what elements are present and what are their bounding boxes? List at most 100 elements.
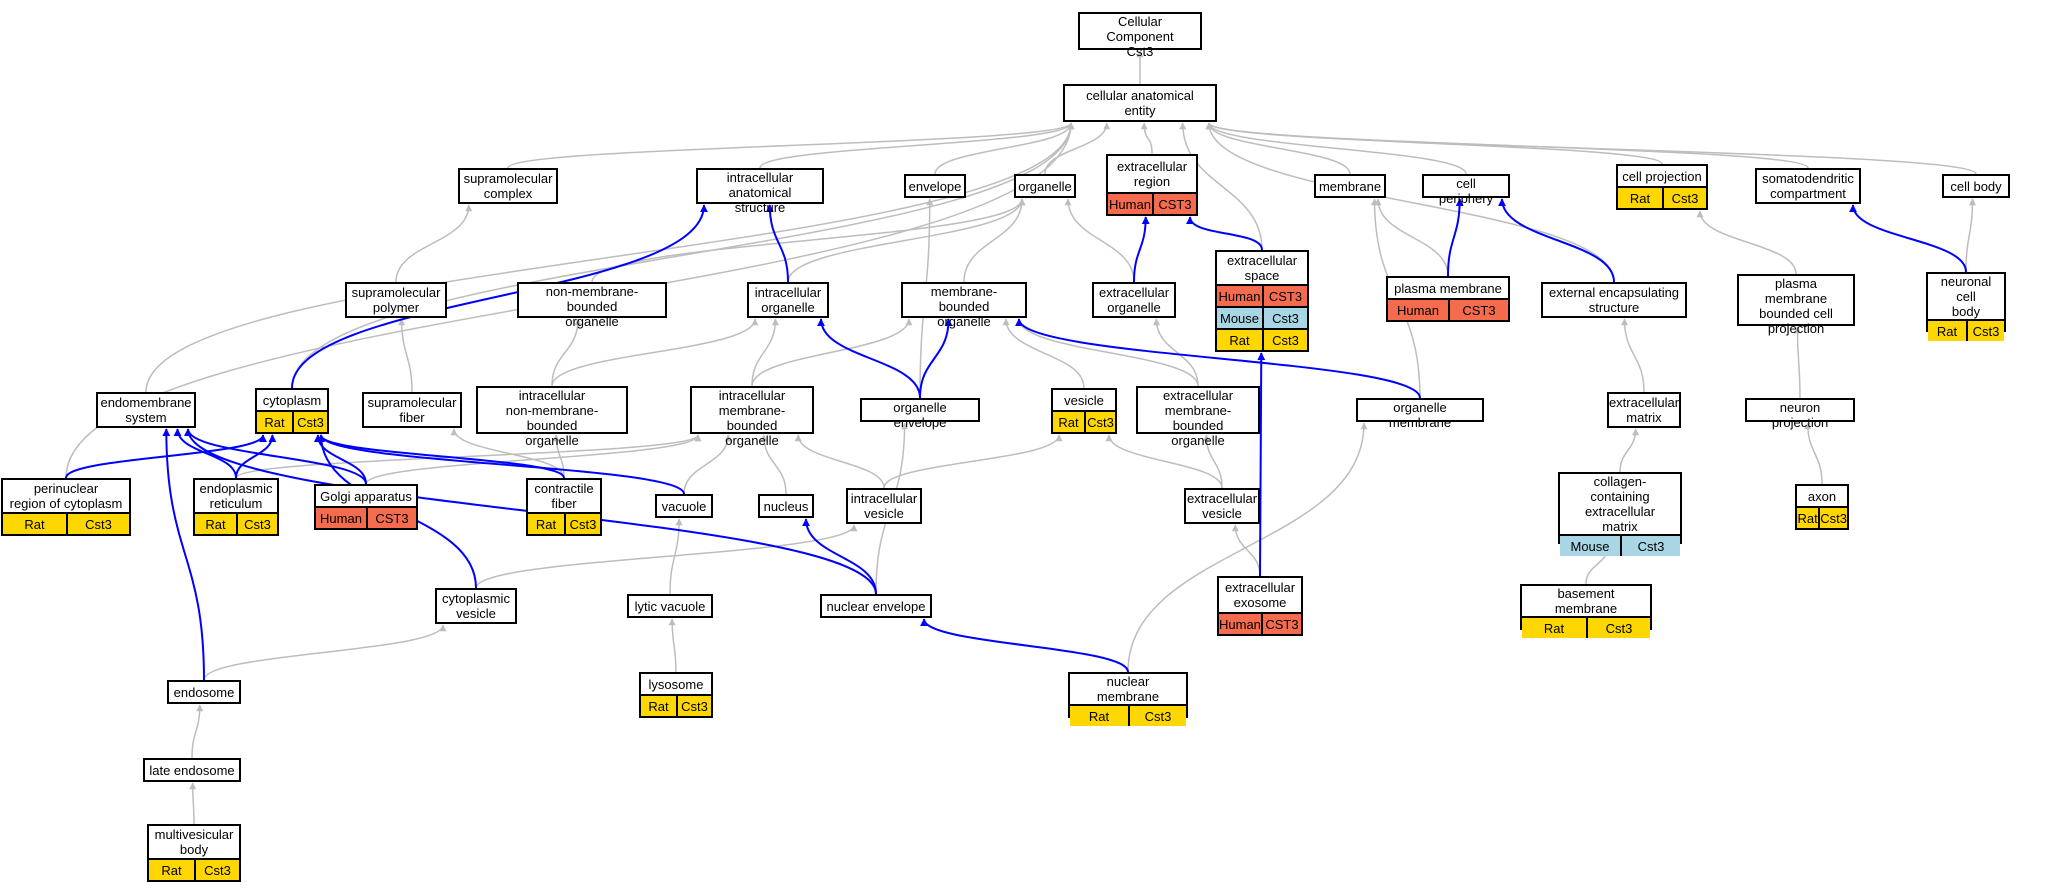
node-label: non-membrane-bounded organelle <box>545 284 639 329</box>
edge-golgi-to-endomembrane <box>184 428 367 485</box>
edge-i-mbo-to-mbo <box>751 318 913 387</box>
species-cell: Rat <box>528 514 564 534</box>
edge-ext-org-to-organelle <box>1064 198 1135 283</box>
node-endomembrane[interactable]: endomembrane system <box>96 392 196 428</box>
gene-cell: Cst3 <box>1128 706 1186 726</box>
node-e-mbo[interactable]: extracellular membrane-bounded organelle <box>1136 386 1260 448</box>
node-label: vacuole <box>661 498 707 514</box>
node-label: nucleus <box>763 498 809 514</box>
node-endosome[interactable]: endosome <box>167 680 241 704</box>
node-supra-fiber[interactable]: supramolecular fiber <box>362 392 462 428</box>
edge-ext-encap-to-cell-periphery <box>1498 198 1615 283</box>
node-somatodendritic[interactable]: somatodendritic compartment <box>1755 168 1861 204</box>
node-intra-org[interactable]: intracellular organelle <box>747 282 829 318</box>
node-label: supramolecular polymer <box>351 285 441 315</box>
edge-mvb-to-late-endosome <box>189 782 197 825</box>
node-ias[interactable]: intracellular anatomical structure <box>696 168 824 215</box>
node-i-nmbo[interactable]: intracellular non-membrane-bounded organ… <box>476 386 628 448</box>
node-ext-vesicle[interactable]: extracellular vesicle <box>1184 488 1260 524</box>
edge-plasma-membrane-to-membrane <box>1374 198 1449 277</box>
node-label: membrane <box>1318 178 1382 194</box>
species-cell: Rat <box>257 412 292 432</box>
edge-nuclear-envelope-to-nucleus <box>802 518 877 595</box>
edge-org-envelope-to-mbo <box>919 318 953 399</box>
gene-cell: CST3 <box>366 508 416 528</box>
node-ecm[interactable]: extracellular matrix <box>1607 392 1681 428</box>
node-label: nuclear membrane <box>1096 674 1160 704</box>
edge-perinuclear-to-cytoplasm <box>65 434 267 479</box>
node-supra-polymer[interactable]: supramolecular polymer <box>345 282 447 318</box>
edge-ext-vesicle-to-vesicle <box>1105 434 1223 489</box>
node-label: cell projection <box>1622 168 1702 184</box>
node-late-endosome[interactable]: late endosome <box>143 758 241 782</box>
node-root[interactable]: Cellular Component Cst3 <box>1078 12 1202 59</box>
node-vacuole[interactable]: vacuole <box>655 494 713 518</box>
node-label: extracellular matrix <box>1608 395 1680 425</box>
node-nucleus[interactable]: nucleus <box>758 494 814 518</box>
species-cell: Human <box>1219 614 1261 634</box>
node-ext-org[interactable]: extracellular organelle <box>1092 282 1176 318</box>
node-label: neuronal cell body <box>1940 274 1992 319</box>
node-collagen-ecm[interactable]: collagen-containing extracellular matrix… <box>1558 472 1682 556</box>
gene-cell: Cst3 <box>66 514 129 534</box>
node-label: intracellular vesicle <box>850 491 918 521</box>
node-ext-encap[interactable]: external encapsulating structure <box>1541 282 1687 318</box>
edge-ext-org-to-ext-region <box>1133 216 1150 283</box>
node-cell-body[interactable]: cell body <box>1942 174 2010 198</box>
node-cell-periphery[interactable]: cell periphery <box>1422 174 1510 206</box>
node-neuron-proj[interactable]: neuron projection <box>1745 398 1855 430</box>
edge-contractile-to-cytoplasm <box>317 434 565 479</box>
gene-cell: Cst3 <box>1084 412 1115 432</box>
node-membrane[interactable]: membrane <box>1314 174 1386 198</box>
node-intra-vesicle[interactable]: intracellular vesicle <box>846 488 922 524</box>
edge-contractile-to-supra-fiber <box>450 428 565 479</box>
node-cyto-vesicle[interactable]: cytoplasmic vesicle <box>435 588 517 624</box>
node-supra-complex[interactable]: supramolecular complex <box>458 168 558 204</box>
node-pm-bounded-proj[interactable]: plasma membrane bounded cell projection <box>1737 274 1855 336</box>
edge-endomembrane-to-cae <box>145 122 1075 393</box>
node-label: neuron projection <box>1771 400 1829 430</box>
node-nmbo[interactable]: non-membrane-bounded organelle <box>517 282 667 329</box>
species-cell: Rat <box>1053 412 1084 432</box>
node-org-membrane[interactable]: organelle membrane <box>1356 398 1484 430</box>
node-i-mbo[interactable]: intracellular membrane-bounded organelle <box>690 386 814 448</box>
species-cell: Rat <box>1618 188 1662 208</box>
node-mbo[interactable]: membrane-bounded organelle <box>901 282 1027 329</box>
node-org-envelope[interactable]: organelle envelope <box>860 398 980 430</box>
node-organelle[interactable]: organelle <box>1014 174 1076 198</box>
species-cell: Rat <box>1217 330 1262 350</box>
node-envelope[interactable]: envelope <box>904 174 966 198</box>
species-cell: Human <box>1217 286 1262 306</box>
node-cae[interactable]: cellular anatomical entity <box>1063 84 1217 122</box>
node-label: multivesicular body <box>154 827 234 857</box>
edge-ext-exosome-to-ext-space <box>1257 352 1266 577</box>
node-label: somatodendritic compartment <box>1762 171 1854 201</box>
edge-lysosome-to-lytic-vacuole <box>668 618 677 673</box>
node-lytic-vacuole[interactable]: lytic vacuole <box>627 594 713 618</box>
gene-cell: Cst3 <box>1586 618 1650 638</box>
node-label: supramolecular fiber <box>367 395 457 425</box>
node-nuclear-envelope[interactable]: nuclear envelope <box>820 594 932 618</box>
edge-nucleus-to-i-mbo <box>760 434 787 495</box>
edge-er-to-endomembrane <box>173 428 237 479</box>
